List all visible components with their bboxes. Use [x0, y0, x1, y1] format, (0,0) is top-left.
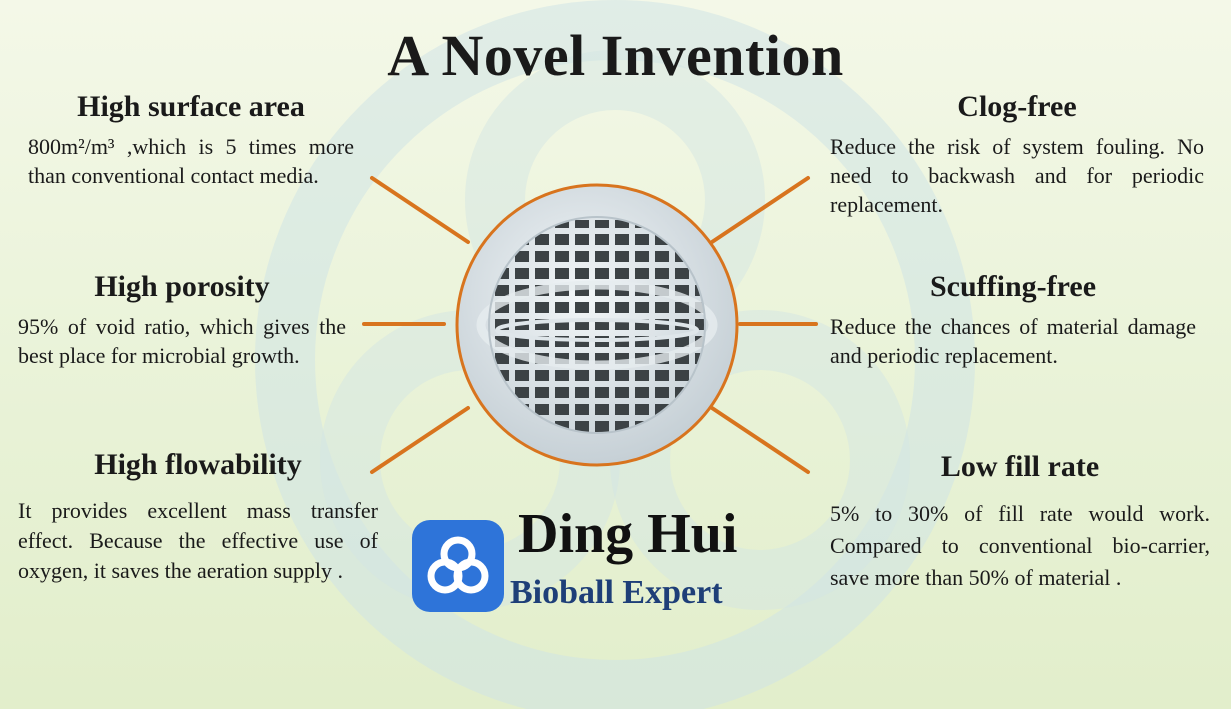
feature-heading: High porosity: [94, 270, 270, 303]
feature-heading: Low fill rate: [940, 450, 1100, 483]
feature-high-porosity: High porosity 95% of void ratio, which g…: [18, 270, 346, 370]
feature-low-fill-rate: Low fill rate 5% to 30% of fill rate wou…: [830, 450, 1210, 594]
feature-heading: High flowability: [94, 448, 302, 481]
feature-high-surface-area: High surface area 800m²/m³ ,which is 5 t…: [28, 90, 354, 190]
three-ring-logo-icon: [412, 520, 504, 612]
brand-block: Ding Hui Bioball Expert: [412, 500, 792, 620]
feature-heading: Scuffing-free: [929, 270, 1097, 303]
feature-heading: Clog-free: [957, 90, 1077, 123]
feature-text: 800m²/m³ ,which is 5 times more than con…: [28, 134, 354, 188]
feature-text: Reduce the chances of material damage an…: [830, 314, 1196, 368]
connector-line: [710, 176, 810, 244]
connector-line: [370, 176, 470, 244]
connector-line: [370, 406, 470, 474]
feature-text: It provides excellent mass transfer effe…: [18, 498, 378, 583]
bioball-image: [455, 183, 739, 467]
feature-high-flowability: High flowability It provides excellent m…: [18, 448, 378, 586]
feature-heading: High surface area: [77, 90, 305, 123]
feature-text: 5% to 30% of fill rate would work. Compa…: [830, 501, 1210, 590]
connector-line: [710, 406, 810, 474]
brand-name: Ding Hui: [518, 503, 738, 565]
feature-text: 95% of void ratio, which gives the best …: [18, 314, 346, 368]
brand-tagline: Bioball Expert: [510, 574, 723, 611]
feature-scuffing-free: Scuffing-free Reduce the chances of mate…: [830, 270, 1196, 370]
page-title: A Novel Invention: [387, 23, 844, 88]
feature-clog-free: Clog-free Reduce the risk of system foul…: [830, 90, 1204, 219]
feature-text: Reduce the risk of system fouling. No ne…: [830, 134, 1204, 217]
